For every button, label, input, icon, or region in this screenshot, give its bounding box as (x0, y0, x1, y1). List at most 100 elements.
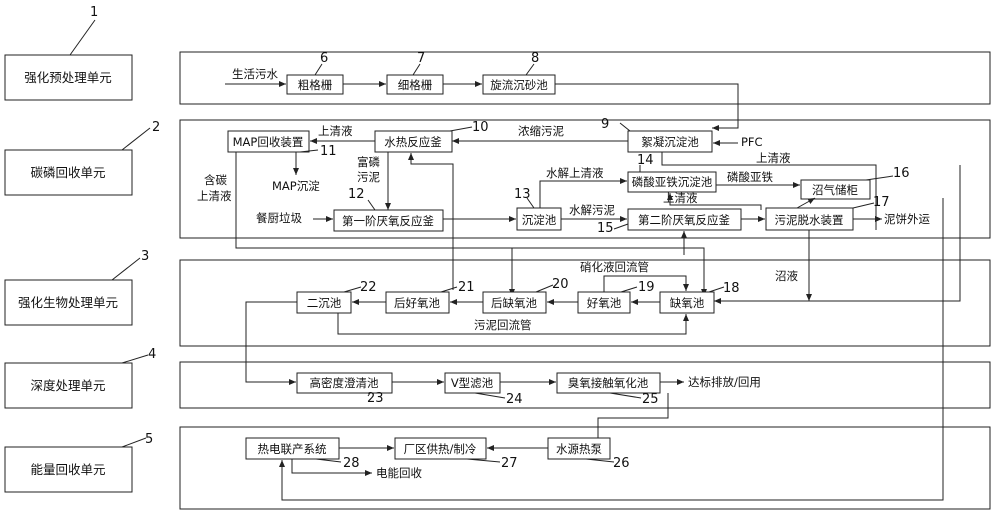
svg-text:臭氧接触氧化池: 臭氧接触氧化池 (568, 376, 649, 390)
svg-text:19: 19 (638, 280, 655, 295)
label-discharge: 达标排放/回用 (688, 375, 761, 389)
frame-advanced (179, 361, 991, 409)
node-dewatering: 污泥脱水装置 17 (765, 195, 890, 231)
svg-text:11: 11 (320, 144, 337, 159)
svg-text:21: 21 (458, 280, 475, 295)
svg-text:3: 3 (141, 249, 149, 264)
node-vivianite: 磷酸亚铁沉淀池 14 (627, 153, 717, 193)
svg-text:水热反应釜: 水热反应釜 (384, 135, 442, 149)
svg-text:V型滤池: V型滤池 (451, 376, 494, 390)
node-hd-clarifier: 高密度澄清池 23 (296, 372, 393, 406)
node-vortex-grit: 旋流沉砂池 8 (482, 51, 556, 95)
svg-text:第二阶厌氧反应釜: 第二阶厌氧反应釜 (638, 213, 730, 227)
label-nitrate-return: 硝化液回流管 (580, 260, 649, 274)
node-map-recovery: MAP回收装置 11 (227, 130, 337, 159)
label-p-rich-1: 富磷 (357, 155, 380, 169)
svg-text:15: 15 (597, 221, 614, 236)
unit-pretreatment: 强化预处理单元 1 (4, 5, 133, 101)
label-p-rich-2: 污泥 (357, 170, 380, 184)
svg-text:23: 23 (367, 391, 384, 406)
svg-text:后缺氧池: 后缺氧池 (491, 296, 537, 310)
svg-text:二沉池: 二沉池 (307, 296, 342, 310)
svg-text:18: 18 (723, 281, 740, 296)
node-aerobic: 好氧池 19 (577, 280, 655, 314)
label-hydrolysis-sludge: 水解污泥 (569, 203, 615, 217)
label-map-precip: MAP沉淀 (272, 179, 320, 193)
node-anaerobic2: 第二阶厌氧反应釜 15 (597, 208, 742, 236)
svg-text:第一阶厌氧反应釜: 第一阶厌氧反应釜 (342, 214, 434, 228)
svg-text:17: 17 (873, 195, 890, 210)
label-biogas-liquid: 沼液 (775, 269, 798, 283)
svg-text:污泥脱水装置: 污泥脱水装置 (775, 213, 844, 227)
node-chp: 热电联产系统 28 (245, 437, 360, 471)
unit-energy: 能量回收单元 5 (4, 432, 153, 493)
node-plant-heat: 厂区供热/制冷 27 (394, 437, 518, 471)
svg-text:旋流沉砂池: 旋流沉砂池 (490, 78, 548, 92)
node-ozone: 臭氧接触氧化池 25 (556, 372, 661, 407)
svg-text:7: 7 (417, 51, 425, 66)
node-sedimentation: 沉淀池 13 (514, 187, 562, 231)
frame-energy (179, 426, 991, 510)
node-coarse-screen: 粗格栅 6 (286, 51, 344, 95)
label-sewage: 生活污水 (232, 67, 278, 81)
svg-text:27: 27 (501, 456, 518, 471)
svg-text:22: 22 (360, 280, 377, 295)
label-kitchen: 餐厨垃圾 (256, 211, 302, 225)
frame-carbon-phosphorus (179, 119, 991, 239)
unit-carbon-phosphorus: 碳磷回收单元 2 (4, 120, 160, 196)
svg-text:厂区供热/制冷: 厂区供热/制冷 (404, 442, 477, 456)
svg-text:12: 12 (348, 187, 365, 202)
node-biogas: 沼气储柜 16 (800, 166, 910, 200)
node-fine-screen: 细格栅 7 (386, 51, 444, 95)
label-vivianite-out: 磷酸亚铁 (727, 170, 773, 184)
label-supernatant-b: 上清液 (756, 151, 791, 165)
svg-text:24: 24 (506, 392, 523, 407)
svg-text:5: 5 (145, 432, 153, 447)
svg-text:1: 1 (90, 5, 98, 20)
svg-text:沼气储柜: 沼气储柜 (812, 183, 858, 197)
svg-text:25: 25 (642, 392, 659, 407)
svg-text:28: 28 (343, 456, 360, 471)
label-sludge-return: 污泥回流管 (474, 318, 532, 332)
svg-text:10: 10 (472, 120, 489, 135)
svg-text:深度处理单元: 深度处理单元 (30, 378, 105, 393)
node-post-anoxic: 后缺氧池 20 (482, 277, 569, 314)
svg-text:强化生物处理单元: 强化生物处理单元 (18, 295, 118, 310)
svg-text:絮凝沉淀池: 絮凝沉淀池 (641, 135, 699, 149)
svg-text:磷酸亚铁沉淀池: 磷酸亚铁沉淀池 (632, 175, 713, 189)
svg-text:14: 14 (637, 153, 654, 168)
label-hydrolysis-super: 水解上清液 (546, 166, 604, 180)
svg-text:MAP回收装置: MAP回收装置 (233, 135, 304, 149)
label-supernatant-a: 上清液 (318, 124, 353, 138)
label-carbon-super: 含碳 (204, 173, 227, 187)
svg-text:20: 20 (552, 277, 569, 292)
svg-text:8: 8 (531, 51, 539, 66)
svg-text:强化预处理单元: 强化预处理单元 (24, 70, 112, 85)
node-hydrothermal: 水热反应釜 10 (374, 120, 489, 153)
svg-text:缺氧池: 缺氧池 (670, 296, 705, 310)
svg-text:16: 16 (893, 166, 910, 181)
label-power-recovery: 电能回收 (376, 466, 422, 480)
svg-text:后好氧池: 后好氧池 (394, 296, 440, 310)
svg-text:26: 26 (613, 456, 630, 471)
node-anaerobic1: 第一阶厌氧反应釜 12 (333, 187, 444, 232)
node-post-aerobic: 后好氧池 21 (385, 280, 475, 314)
svg-text:细格栅: 细格栅 (398, 78, 433, 92)
svg-text:热电联产系统: 热电联产系统 (258, 442, 327, 456)
frame-pretreatment (179, 51, 991, 105)
svg-text:高密度澄清池: 高密度澄清池 (310, 376, 379, 390)
label-cake-out: 泥饼外运 (884, 212, 930, 226)
svg-text:沉淀池: 沉淀池 (522, 213, 557, 227)
label-thick-sludge: 浓缩污泥 (518, 124, 564, 138)
svg-text:13: 13 (514, 187, 531, 202)
node-flocculation: 絮凝沉淀池 9 (601, 117, 713, 153)
svg-text:碳磷回收单元: 碳磷回收单元 (30, 165, 105, 180)
unit-advanced: 深度处理单元 4 (4, 347, 156, 409)
svg-text:9: 9 (601, 117, 609, 132)
label-pfc: PFC (741, 135, 763, 149)
svg-text:4: 4 (148, 347, 156, 362)
label-carbon-super-2: 上清液 (197, 189, 232, 203)
svg-text:水源热泵: 水源热泵 (556, 442, 602, 456)
svg-text:好氧池: 好氧池 (587, 296, 622, 310)
